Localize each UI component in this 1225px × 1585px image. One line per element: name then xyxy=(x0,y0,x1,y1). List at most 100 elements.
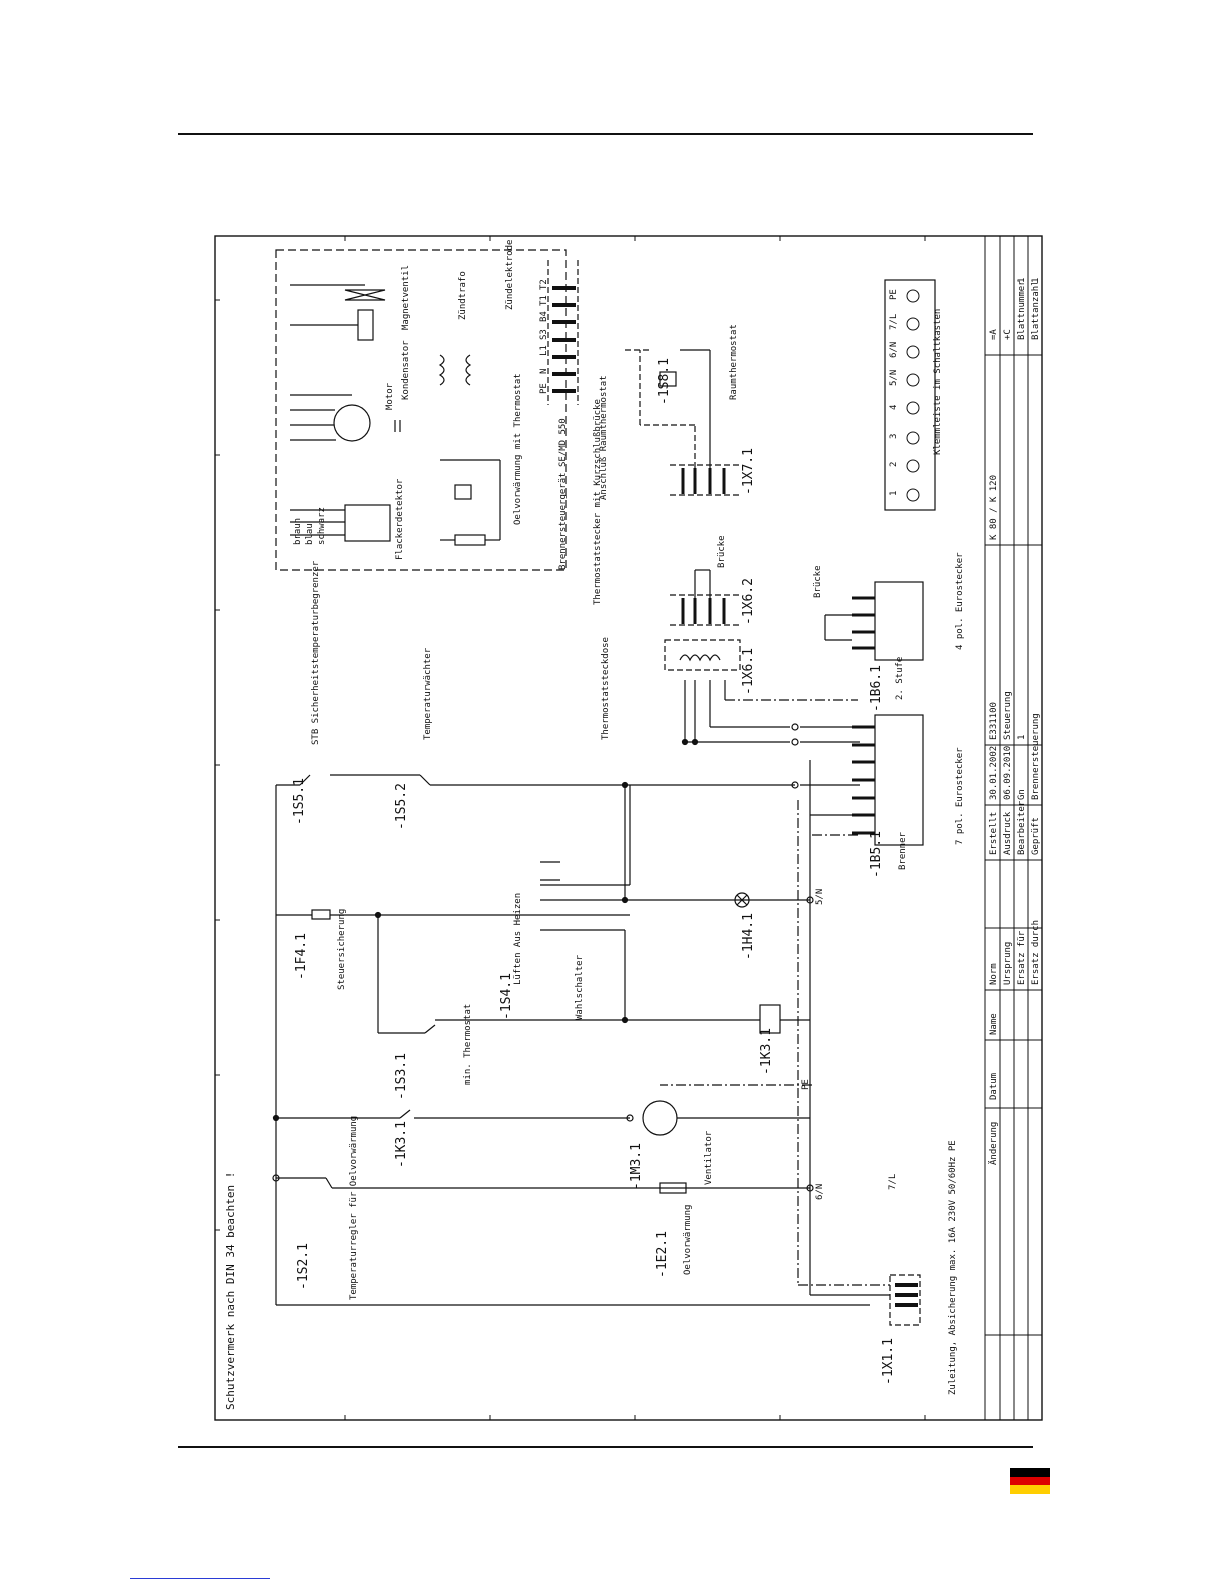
ersatz-fuer-label: Ersatz für xyxy=(1017,930,1027,985)
heater-e21 xyxy=(659,1182,687,1194)
german-flag-icon xyxy=(1010,1468,1050,1494)
footer-link-underline[interactable] xyxy=(130,1578,270,1579)
ersatz-durch-label: Ersatz durch xyxy=(1031,920,1041,985)
control-unit-internals xyxy=(290,284,501,546)
label-f41: -1F4.1 xyxy=(294,933,309,980)
svg-text:T2: T2 xyxy=(539,279,549,290)
plug-x62 xyxy=(670,569,740,626)
label-f41-desc: Steuersicherung xyxy=(337,909,347,990)
plus-a: =A xyxy=(989,329,999,340)
svg-text:braun: braun xyxy=(293,518,303,545)
model: K 80 / K 120 xyxy=(989,475,999,540)
drawing-sub: 1 xyxy=(1017,735,1027,740)
blattanzahl-label: Blattanzahl xyxy=(1031,280,1041,340)
label-s81-desc: Raumthermostat xyxy=(729,324,739,400)
label-klemmleiste: Klemmleiste im Schaltkasten xyxy=(933,309,943,455)
svg-text:3: 3 xyxy=(889,434,899,439)
label-x71-desc: Anschluß Raumthermostat xyxy=(599,375,609,500)
blattnummer-label: Blattnummer xyxy=(1017,280,1027,340)
label-s41-pos: Lüften Aus Heizen xyxy=(513,893,523,985)
plug-b51 xyxy=(852,714,924,846)
wire-colors: braun blau schwarz xyxy=(293,507,327,545)
label-m31: -1M3.1 xyxy=(629,1143,644,1190)
datum-label: Datum xyxy=(989,1073,999,1100)
plus-c: +C xyxy=(1003,329,1013,340)
ausdruck-date: 06.09.2010 xyxy=(1003,746,1013,800)
svg-text:N: N xyxy=(539,369,549,374)
control-plug-pins: PE N L1 S3 B4 T1 T2 xyxy=(539,279,549,394)
label-bruecke-x62: Brücke xyxy=(717,535,727,568)
plug-b61 xyxy=(824,581,924,661)
svg-text:S3: S3 xyxy=(539,329,549,340)
svg-text:2: 2 xyxy=(889,462,899,467)
norm-label: Norm xyxy=(989,963,999,985)
label-h41: -1H4.1 xyxy=(741,913,756,960)
svg-text:B4: B4 xyxy=(539,311,549,322)
flag-stripe-red xyxy=(1010,1476,1050,1486)
label-oelvor-thermo: Oelvorwärmung mit Thermostat xyxy=(513,373,523,525)
sheet-title: Brennersteuerung xyxy=(1031,713,1041,800)
label-bus-n6: 6/N xyxy=(815,1184,825,1200)
svg-text:blau: blau xyxy=(305,523,315,545)
terminal-numbers: 1 2 3 4 5/N 6/N 7/L PE xyxy=(889,289,899,496)
name-label: Name xyxy=(989,1013,999,1035)
fan-motor xyxy=(642,1100,678,1136)
svg-text:4: 4 xyxy=(889,405,899,410)
header-rule xyxy=(178,133,1033,135)
socket-x61 xyxy=(664,639,741,671)
flag-stripe-black xyxy=(1010,1468,1050,1477)
label-b51: -1B5.1 xyxy=(869,831,884,878)
erstellt-label: Erstellt xyxy=(989,812,999,855)
label-b61-plug: 4 pol. Eurostecker xyxy=(955,552,965,650)
svg-text:PE: PE xyxy=(539,383,549,394)
label-kondensator: Kondensator xyxy=(401,340,411,400)
drawing-title: Steuerung xyxy=(1003,691,1013,740)
label-s81: -1S8.1 xyxy=(657,358,672,405)
svg-text:6/N: 6/N xyxy=(889,342,899,358)
control-unit-box xyxy=(275,249,567,571)
burner-motor xyxy=(333,404,371,442)
relay-k31-coil xyxy=(759,1004,781,1034)
label-x62: -1X6.2 xyxy=(741,578,756,625)
label-bus-pe: PE xyxy=(801,1079,811,1090)
flag-stripe-gold xyxy=(1010,1485,1050,1494)
title-block-text: =A +C Blattnummer 1 Blattanzahl 1 K 80 /… xyxy=(988,278,1041,1165)
svg-text:7/L: 7/L xyxy=(889,314,899,330)
drawing-no: E331100 xyxy=(989,702,999,740)
drawing-frame xyxy=(214,235,1043,1421)
plug-x11 xyxy=(889,1274,921,1326)
label-s41-desc: Wahlschalter xyxy=(575,954,585,1020)
label-b51-desc: Brenner xyxy=(898,831,908,870)
lamp-h41 xyxy=(734,892,750,908)
svg-text:PE: PE xyxy=(889,289,899,300)
label-e21: -1E2.1 xyxy=(655,1231,670,1278)
label-s51-desc: STB Sicherheitstemperaturbegrenzer xyxy=(311,560,321,745)
label-b61: -1B6.1 xyxy=(869,665,884,712)
ursprung-label: Ursprung xyxy=(1003,942,1013,985)
ausdruck-label: Ausdruck xyxy=(1003,811,1013,855)
svg-text:schwarz: schwarz xyxy=(317,507,327,545)
label-zuendtrafo: Zündtrafo xyxy=(458,271,468,320)
label-b61-desc: 2. Stufe xyxy=(895,657,905,700)
bearbeiter-label: Bearbeiter xyxy=(1017,800,1027,855)
label-ctrl: Brennersteuergerät SE/MD 550 xyxy=(558,418,568,570)
bearbeiter: Gn xyxy=(1017,789,1027,800)
labels: -1S2.1 Temperaturregler für Oelvorwärmun… xyxy=(292,240,965,1395)
protection-note: Schutzvermerk nach DIN 34 beachten ! xyxy=(224,1172,237,1410)
fuse-f41 xyxy=(311,909,331,920)
svg-text:L1: L1 xyxy=(539,345,549,356)
label-s31: -1S3.1 xyxy=(394,1053,409,1100)
footer-rule xyxy=(178,1446,1033,1448)
label-bruecke-b61: Brücke xyxy=(813,565,823,598)
label-motor: Motor xyxy=(385,382,395,410)
terminal-strip xyxy=(884,279,936,511)
terminal-strip-screws xyxy=(906,289,920,502)
label-s52-desc: Temperaturwächter xyxy=(423,647,433,740)
label-m31-desc: Ventilator xyxy=(704,1130,714,1185)
label-e21-desc: Oelvorwärmung xyxy=(683,1205,693,1275)
label-s52: -1S5.2 xyxy=(394,783,409,830)
erstellt-date: 30.01.2002 xyxy=(989,746,999,800)
label-bus-l: 7/L xyxy=(888,1174,898,1190)
svg-text:5/N: 5/N xyxy=(889,370,899,386)
label-x61-desc: Thermostatsteckdose xyxy=(601,637,611,740)
